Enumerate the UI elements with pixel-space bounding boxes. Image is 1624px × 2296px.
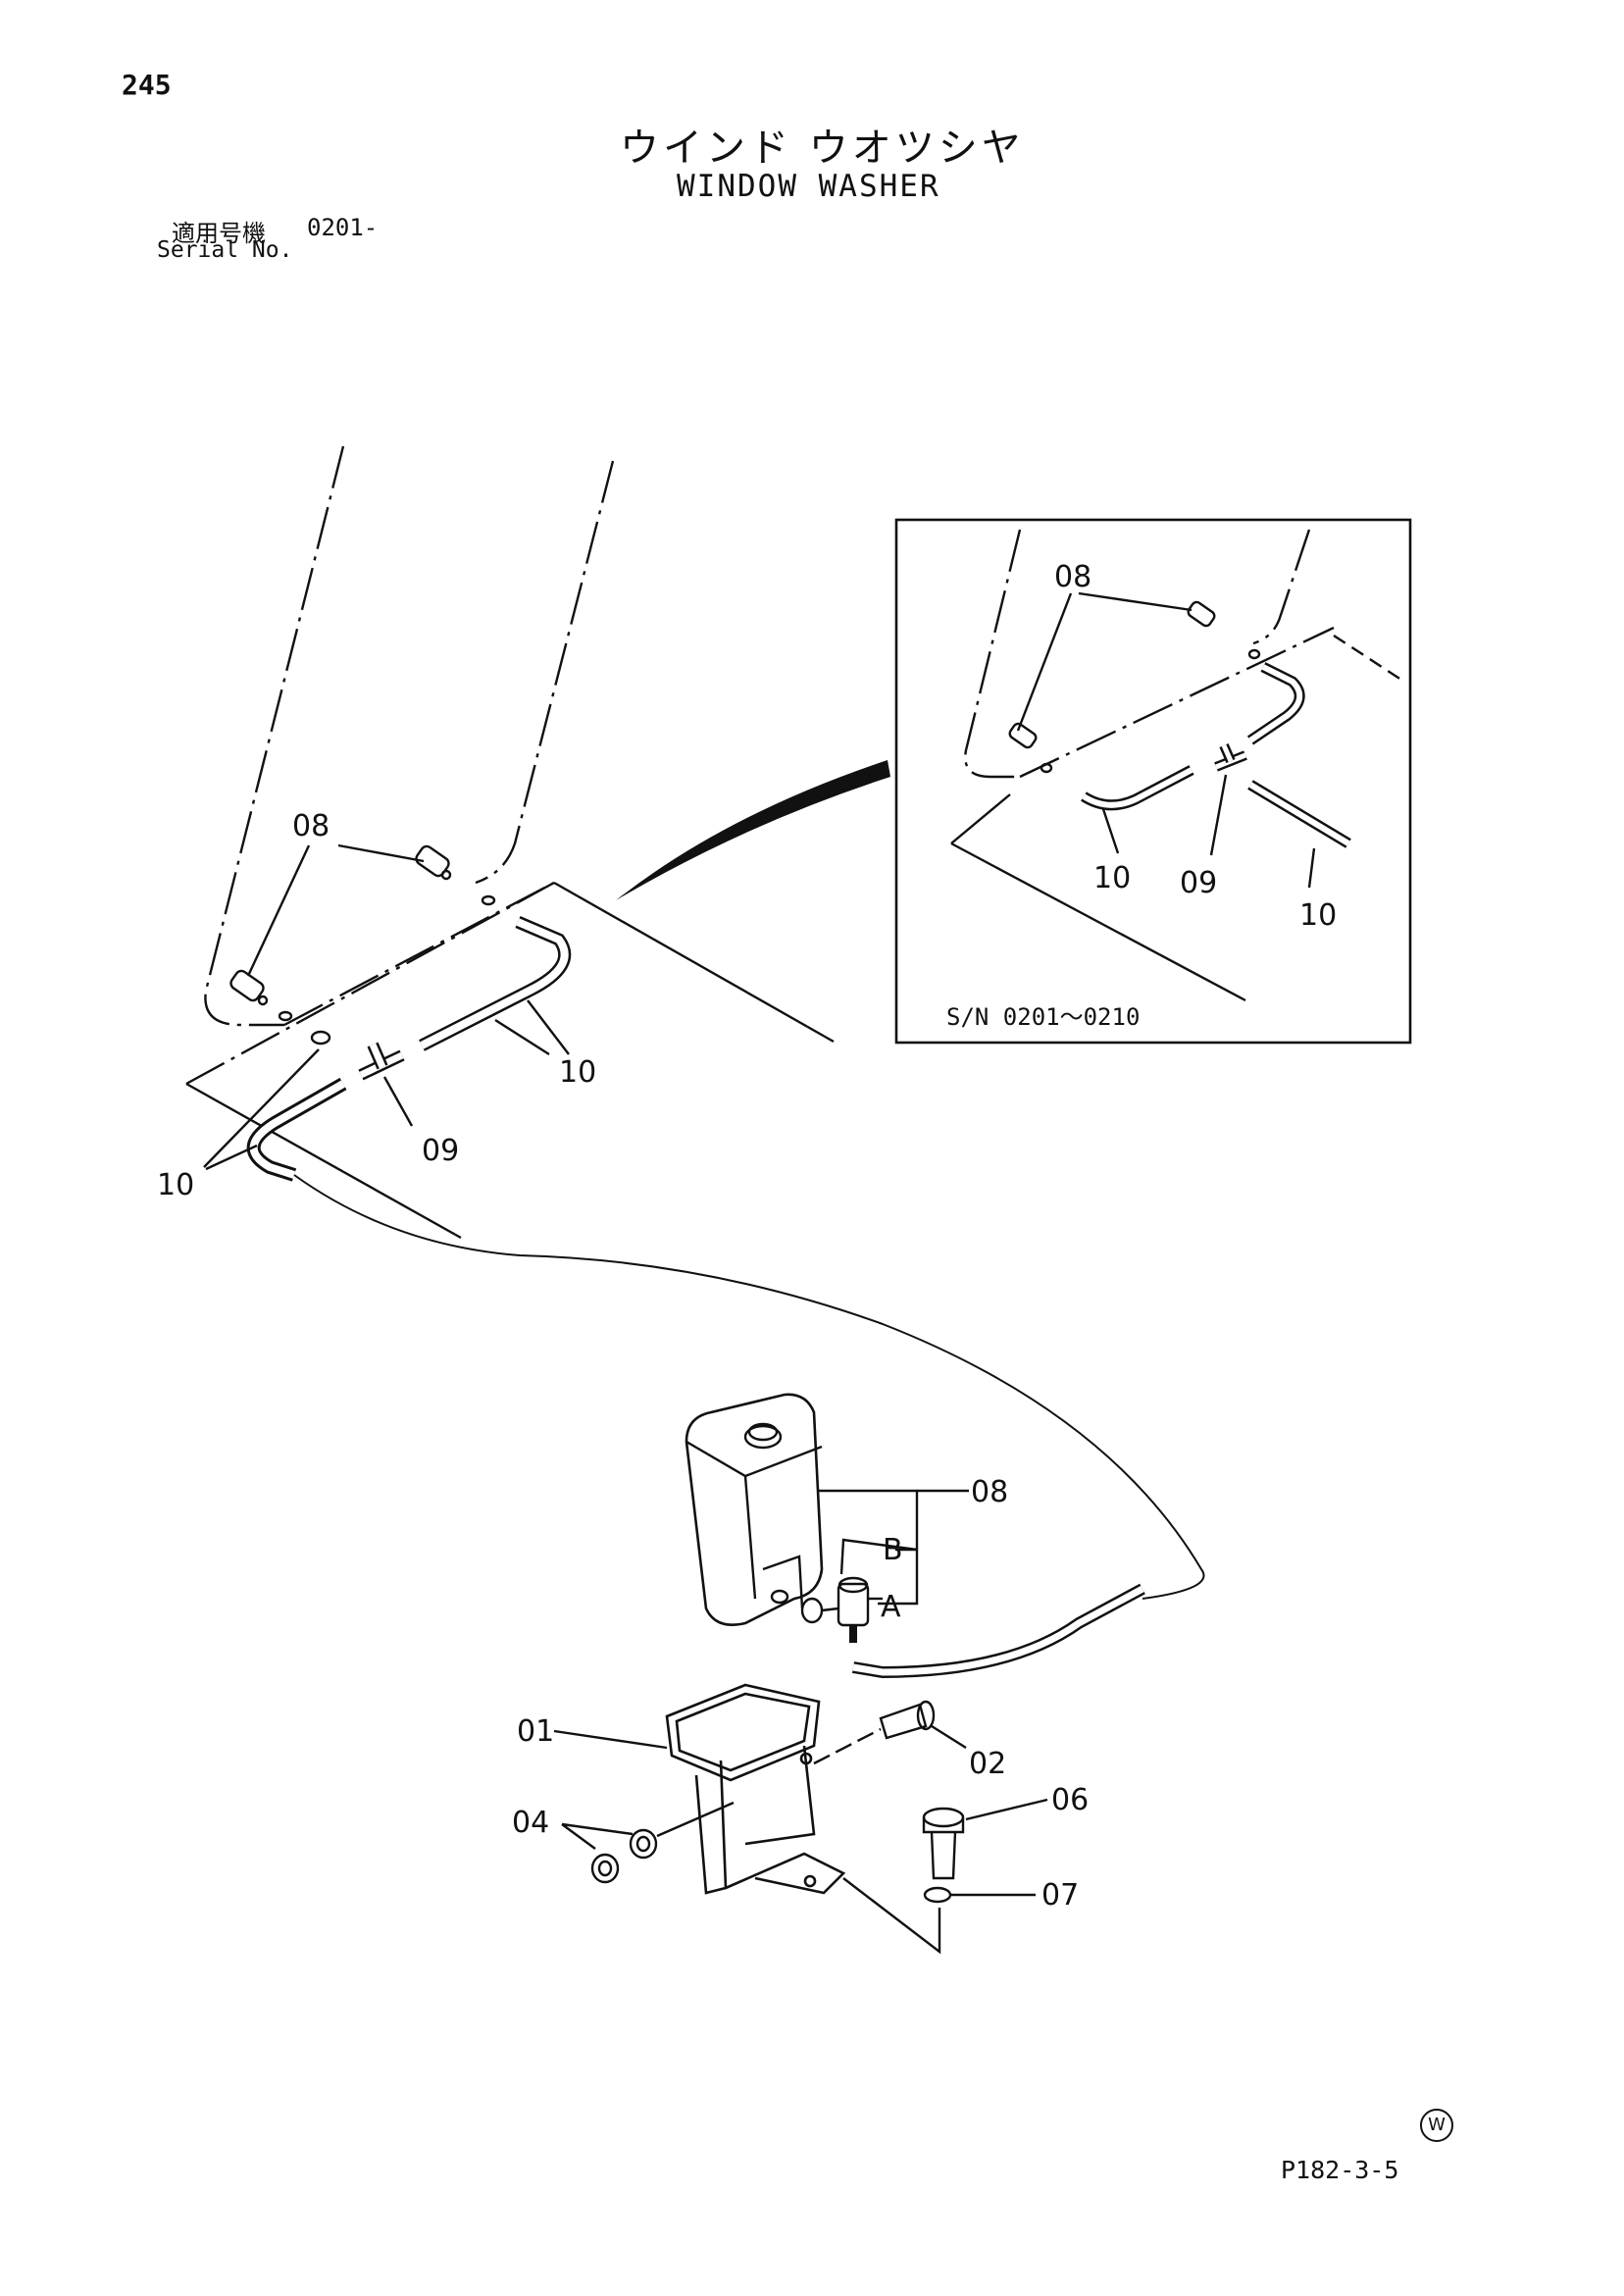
label-bolt-long: 02 (969, 1747, 1006, 1781)
label-nozzle: 08 (292, 809, 330, 843)
w-mark: W (1420, 2109, 1453, 2142)
nozzle-upper (415, 844, 452, 881)
label-tee: 09 (422, 1134, 459, 1168)
label-bracket: 01 (517, 1714, 554, 1749)
nozzle-lower (229, 969, 269, 1006)
page-code: P182-3-5 (1281, 2156, 1399, 2184)
label-nut: 04 (512, 1806, 549, 1840)
nut-pair (590, 1828, 658, 1884)
serial-from: 0201- (307, 214, 379, 241)
bolt-long (879, 1700, 936, 1740)
page-number: 245 (122, 69, 172, 101)
inset-serial-range: S/N 0201～0210 (946, 1003, 1140, 1031)
bolt-short (922, 1807, 965, 1880)
tee-fitting (358, 1042, 405, 1081)
inset-pointer (616, 760, 890, 900)
label-tank-assembly: 08 (971, 1475, 1008, 1509)
label-bolt-short: 06 (1051, 1783, 1089, 1817)
lock-washer (923, 1886, 952, 1904)
inset-label-nozzle: 08 (1054, 560, 1091, 594)
window-frame-outline (185, 445, 615, 1086)
title-japanese: ウインド ウオツシヤ (620, 126, 1025, 171)
label-hose-left: 10 (157, 1168, 194, 1202)
washer-pump (800, 1576, 883, 1643)
inset-label-hose-right: 10 (1299, 898, 1337, 933)
feed-hose-line (293, 1174, 1205, 1600)
inset-label-hose-left: 10 (1093, 861, 1131, 895)
inset-box (894, 518, 1412, 1045)
label-port-b: B (883, 1533, 903, 1567)
washer-tank (685, 1393, 824, 1626)
serial-label-english: Serial No. (157, 237, 293, 263)
title-english: WINDOW WASHER (677, 169, 940, 204)
label-hose-right: 10 (559, 1055, 596, 1090)
inset-label-tee: 09 (1180, 866, 1217, 900)
label-port-a: A (881, 1590, 901, 1624)
mounting-bracket (665, 1683, 846, 1895)
label-washer: 07 (1041, 1878, 1079, 1913)
serial-label-japanese: 適用号機 (172, 220, 266, 247)
